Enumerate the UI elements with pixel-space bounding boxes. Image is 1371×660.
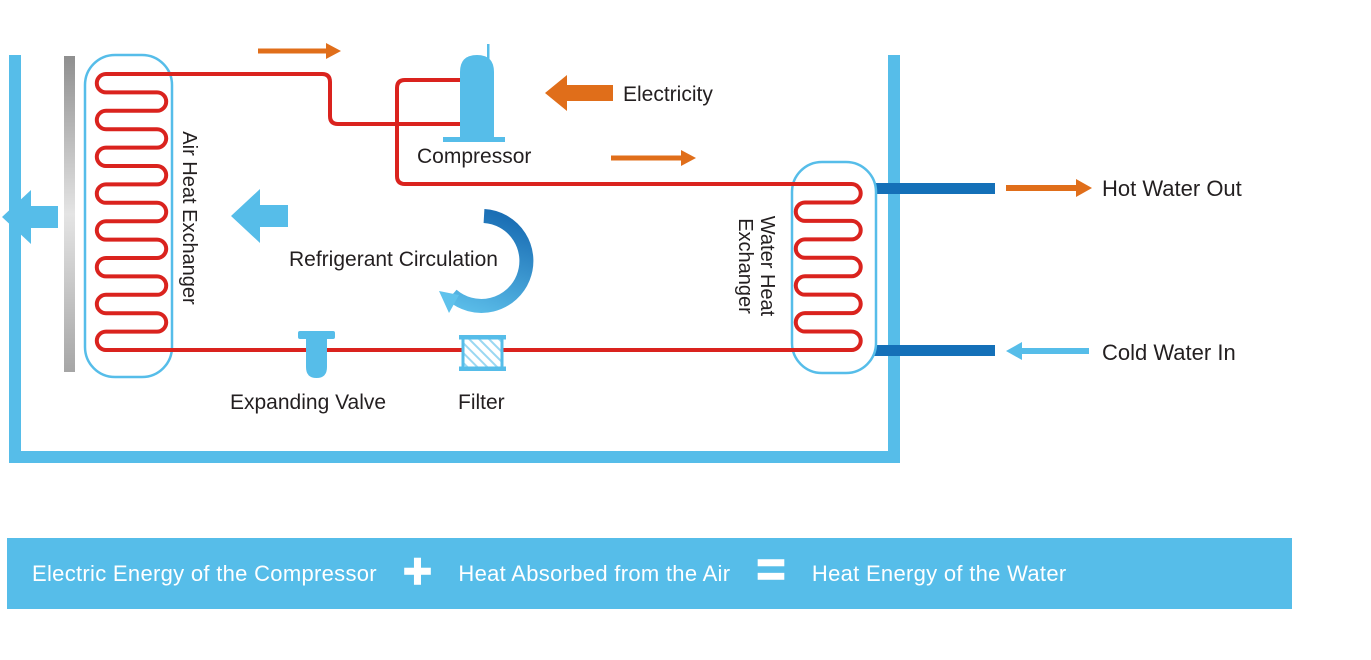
- label-electricity: Electricity: [623, 83, 713, 106]
- label-water-heat-exchanger-line2: Exchanger: [734, 218, 756, 314]
- cold-water-arrow: [1006, 342, 1089, 360]
- diagram-canvas: Compressor Electricity Refrigerant Circu…: [2, 43, 1242, 463]
- filter-bottom-edge: [459, 366, 506, 371]
- plus-icon: +: [402, 542, 433, 599]
- enclosure-left-wall: [9, 55, 21, 463]
- expanding-valve-tube: [306, 333, 327, 378]
- filter-box: [461, 335, 504, 371]
- equals-icon: =: [756, 540, 787, 597]
- label-compressor: Compressor: [417, 145, 531, 168]
- filter-top-edge: [459, 335, 506, 340]
- compressor-antenna: [487, 44, 490, 60]
- air-flow-arrow-outer: [2, 190, 58, 244]
- circulation-arrowhead: [439, 291, 459, 313]
- refrigerant-flow-arrow-top: [258, 43, 341, 59]
- air-flow-arrow-inner: [231, 189, 288, 243]
- electricity-arrow: [545, 75, 613, 111]
- label-hot-water-out: Hot Water Out: [1102, 176, 1242, 201]
- unit-enclosure: [9, 55, 900, 463]
- water-heat-exchanger-housing: [790, 160, 878, 375]
- label-cold-water-in: Cold Water In: [1102, 340, 1236, 365]
- hot-water-arrow: [1006, 179, 1092, 197]
- air-heat-exchanger-housing: [83, 53, 174, 379]
- cold-water-pipe: [870, 345, 995, 356]
- refrigerant-pipe-circuit: [94, 72, 863, 352]
- label-refrigerant-circulation: Refrigerant Circulation: [289, 248, 498, 271]
- expanding-valve: [298, 331, 335, 378]
- hot-water-pipe: [870, 183, 995, 194]
- label-filter: Filter: [458, 391, 505, 414]
- compressor-base: [443, 137, 505, 142]
- label-water-heat-exchanger-line1: Water Heat: [756, 216, 778, 317]
- compressor-body: [460, 55, 494, 139]
- ambient-air-wall: [64, 56, 75, 372]
- compressor: [443, 44, 505, 142]
- refrigerant-circulation-arrow: [439, 209, 534, 313]
- equation-term-heat-energy: Heat Energy of the Water: [811, 560, 1067, 586]
- label-expanding-valve: Expanding Valve: [230, 391, 386, 414]
- equation-banner: Electric Energy of the Compressor + Heat…: [7, 538, 1292, 609]
- equation-term-electric-energy: Electric Energy of the Compressor: [32, 560, 377, 586]
- circulation-arc: [447, 209, 534, 313]
- enclosure-bottom-wall: [9, 451, 900, 463]
- equation-term-heat-absorbed: Heat Absorbed from the Air: [458, 560, 731, 586]
- compressor-outlet-arrow: [611, 150, 696, 166]
- label-air-heat-exchanger: Air Heat Exchanger: [178, 131, 200, 305]
- enclosure-right-wall: [888, 55, 900, 463]
- filter: [459, 335, 506, 371]
